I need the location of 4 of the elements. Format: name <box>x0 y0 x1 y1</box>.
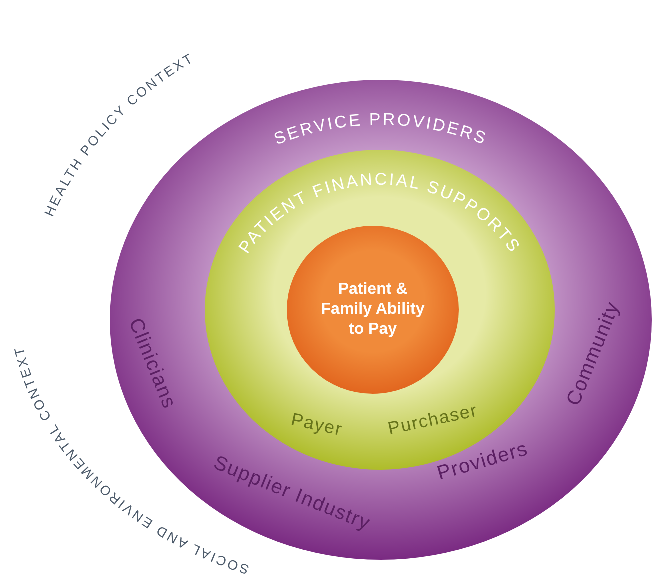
ring-label: Providers <box>434 438 532 486</box>
ring-label: Purchaser <box>386 400 480 440</box>
ring-label: Payer <box>289 409 345 441</box>
core-label: Patient & Family Ability to Pay <box>320 280 426 340</box>
